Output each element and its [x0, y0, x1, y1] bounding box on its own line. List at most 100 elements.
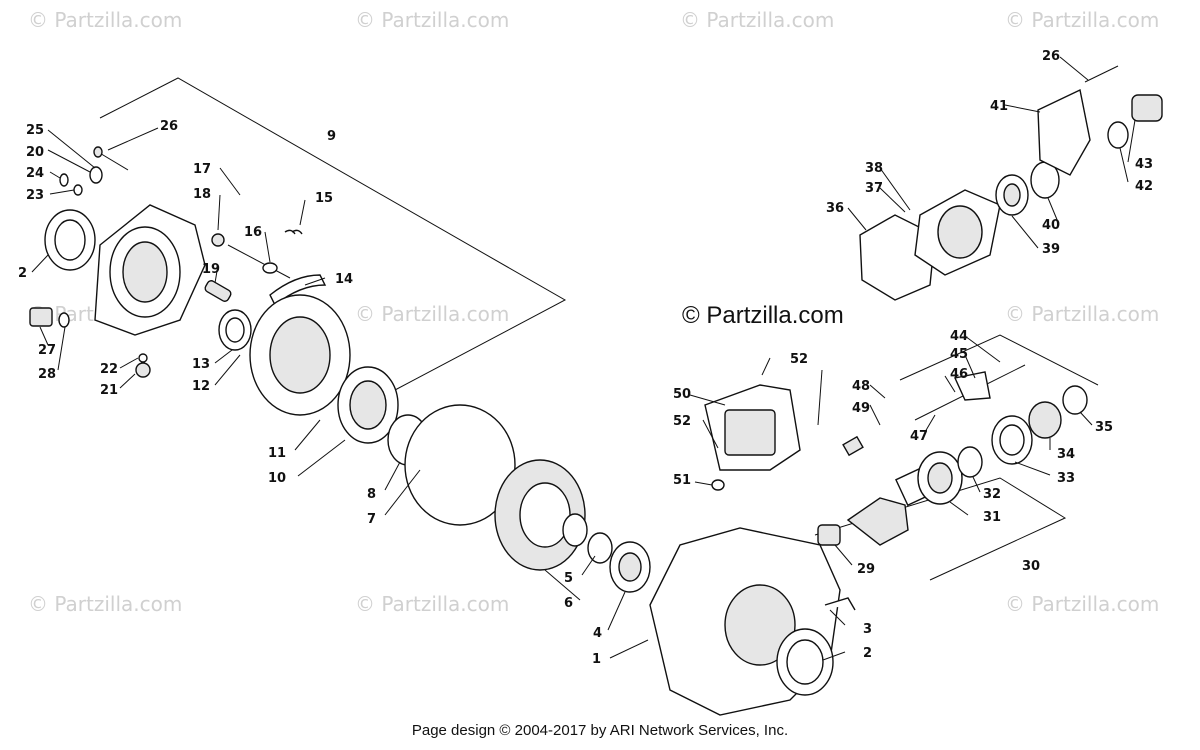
- seal-33: [991, 415, 1033, 465]
- actuator-50: [704, 384, 801, 471]
- callout-10: 10: [268, 471, 286, 486]
- watermark: © Partzilla.com: [355, 302, 510, 326]
- callout-2: 2: [863, 646, 872, 661]
- shim-32: [957, 446, 983, 478]
- bearing-31: [917, 451, 963, 505]
- partzilla-watermark: © Partzilla.com: [682, 302, 844, 329]
- collar-16: [262, 262, 278, 274]
- page-footer: Page design © 2004-2017 by ARI Network S…: [411, 722, 789, 739]
- watermark: © Partzilla.com: [1005, 302, 1160, 326]
- callout-15: 15: [315, 191, 333, 206]
- callout-50: 50: [673, 387, 691, 402]
- callout-35: 35: [1095, 420, 1113, 435]
- callout-4: 4: [593, 626, 602, 641]
- shift-fork-44: [914, 364, 1026, 421]
- callout-labels: 1 2 2 3 4 5 6 7 8 9 10 11 12 13 14 15 16…: [18, 49, 1153, 667]
- callout-30: 30: [1022, 559, 1040, 574]
- callout-42: 42: [1135, 179, 1153, 194]
- callout-13: 13: [192, 357, 210, 372]
- oring-7: [404, 404, 516, 526]
- watermark: © Partzilla.com: [28, 8, 183, 32]
- callout-11: 11: [268, 446, 286, 461]
- bearing-10: [337, 366, 399, 444]
- callout-9: 9: [327, 129, 336, 144]
- callout-52: 52: [673, 414, 691, 429]
- group-bracket-9: [99, 77, 567, 391]
- callout-21: 21: [100, 383, 118, 398]
- callout-41: 41: [990, 99, 1008, 114]
- callout-12: 12: [192, 379, 210, 394]
- leader-lines: [31, 56, 1136, 661]
- callout-51: 51: [673, 473, 691, 488]
- callout-25: 25: [26, 123, 44, 138]
- callout-27: 27: [38, 343, 56, 358]
- vent-27: [29, 307, 53, 327]
- callout-43: 43: [1135, 157, 1153, 172]
- clip-15: [284, 229, 303, 235]
- seal-42: [1107, 121, 1129, 149]
- bolt-26-left: [93, 146, 129, 171]
- callout-18: 18: [193, 187, 211, 202]
- callout-23: 23: [26, 188, 44, 203]
- spring-49: [842, 435, 864, 457]
- shim-5: [587, 532, 613, 564]
- ring-gear-6: [494, 459, 588, 571]
- callout-7: 7: [367, 512, 376, 527]
- bolt-26-right: [1084, 65, 1119, 83]
- callout-47: 47: [910, 429, 928, 444]
- coupler-34: [1028, 401, 1062, 439]
- output-43: [1131, 94, 1163, 122]
- gasket-36: [859, 214, 936, 301]
- callout-37: 37: [865, 181, 883, 196]
- ring-35: [1062, 385, 1088, 415]
- seal-2-left: [44, 209, 96, 271]
- bearing-40: [995, 174, 1029, 216]
- callout-32: 32: [983, 487, 1001, 502]
- plate-12: [249, 294, 351, 416]
- callout-24: 24: [26, 166, 44, 181]
- washer-22: [138, 353, 148, 363]
- oring-51: [711, 479, 725, 491]
- callout-34: 34: [1057, 447, 1075, 462]
- seal-13: [218, 309, 252, 351]
- watermark: © Partzilla.com: [1005, 592, 1160, 616]
- cover-39: [914, 189, 1001, 276]
- callout-14: 14: [335, 272, 353, 287]
- bearing-29: [817, 524, 841, 546]
- callout-19: 19: [202, 262, 220, 277]
- callout-40: 40: [1042, 218, 1060, 233]
- callout-36: 36: [826, 201, 844, 216]
- callout-5: 5: [564, 571, 573, 586]
- oring-23: [73, 184, 83, 196]
- breather-3: [824, 597, 856, 611]
- callout-33: 33: [1057, 471, 1075, 486]
- callout-6: 6: [564, 596, 573, 611]
- seal-2-right: [776, 628, 834, 696]
- sensor-19: [204, 280, 232, 302]
- callout-29: 29: [857, 562, 875, 577]
- group-bracket-30: [814, 477, 1067, 581]
- callout-2: 2: [18, 266, 27, 281]
- callout-46: 46: [950, 367, 968, 382]
- washer-20: [89, 166, 103, 184]
- callout-44: 44: [950, 329, 968, 344]
- bearing-4: [609, 541, 651, 593]
- cover-plate: [94, 204, 206, 336]
- callout-49: 49: [852, 401, 870, 416]
- callout-31: 31: [983, 510, 1001, 525]
- callout-1: 1: [592, 652, 601, 667]
- shaft-17: [211, 233, 291, 279]
- callout-3: 3: [863, 622, 872, 637]
- callout-17: 17: [193, 162, 211, 177]
- washer-28: [58, 312, 70, 328]
- watermark: © Partzilla.com: [355, 8, 510, 32]
- callout-45: 45: [950, 347, 968, 362]
- bracket-41: [1037, 88, 1091, 176]
- callout-38: 38: [865, 161, 883, 176]
- plug-21: [135, 362, 151, 378]
- callout-48: 48: [852, 379, 870, 394]
- ring-24: [59, 173, 69, 187]
- callout-8: 8: [367, 487, 376, 502]
